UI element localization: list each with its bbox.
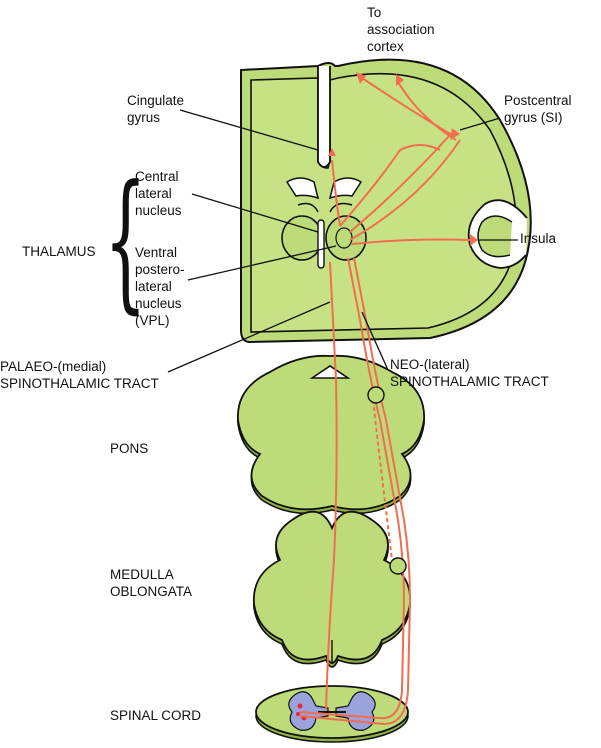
label-postcentral-gyrus: Postcentral gyrus (SI) bbox=[504, 92, 572, 126]
label-neo-spinothalamic-tract: NEO-(lateral) SPINOTHALAMIC TRACT bbox=[390, 356, 549, 390]
pons-relay bbox=[368, 387, 384, 403]
synapse-dot-3 bbox=[296, 712, 300, 716]
insula-inner bbox=[478, 216, 512, 257]
longitudinal-fissure bbox=[318, 66, 330, 167]
synapse-dot-1 bbox=[298, 704, 303, 709]
vpl-nucleus bbox=[336, 228, 352, 248]
label-vpl: Ventral postero- lateral nucleus (VPL) bbox=[135, 244, 185, 329]
medulla-relay bbox=[390, 558, 406, 574]
label-medulla-oblongata: MEDULLA OBLONGATA bbox=[110, 566, 192, 600]
label-to-association-cortex: To association cortex bbox=[367, 4, 435, 55]
label-insula: Insula bbox=[520, 230, 556, 247]
label-spinal-cord: SPINAL CORD bbox=[110, 707, 201, 724]
third-ventricle bbox=[318, 220, 324, 268]
label-pons: PONS bbox=[110, 440, 148, 457]
label-palaeo-spinothalamic-tract: PALAEO-(medial) SPINOTHALAMIC TRACT bbox=[0, 358, 159, 392]
label-cingulate-gyrus: Cingulate gyrus bbox=[127, 92, 184, 126]
label-thalamus: THALAMUS bbox=[22, 243, 96, 260]
